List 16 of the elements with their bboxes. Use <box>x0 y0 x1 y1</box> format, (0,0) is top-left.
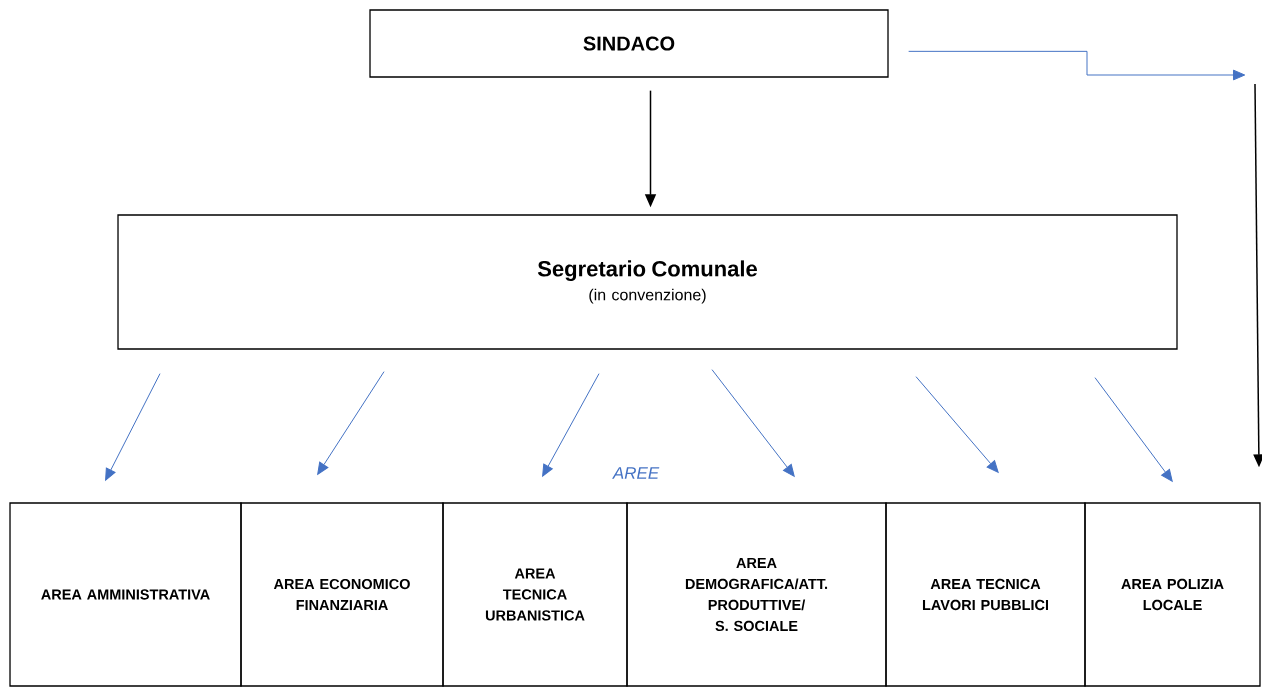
area-cell: AREA ECONOMICO FINANZIARIA <box>240 502 444 687</box>
arrow <box>915 376 999 473</box>
role-box: Segretario Comunale (in convenzione) <box>117 214 1178 350</box>
area-cell: AREA TECNICA LAVORI PUBBLICI <box>885 502 1086 687</box>
arrow <box>542 373 600 477</box>
title-box: SINDACO <box>369 9 889 78</box>
area-cell: AREA TECNICA URBANISTICA <box>442 502 628 687</box>
arrow <box>317 371 385 475</box>
group-label: AREE <box>612 467 660 479</box>
arrow <box>908 50 1246 81</box>
arrow <box>711 369 795 477</box>
arrow <box>105 373 161 481</box>
area-cell: AREA POLIZIA LOCALE <box>1084 502 1261 687</box>
arrow <box>1094 377 1173 482</box>
area-cell: AREA AMMINISTRATIVA <box>9 502 242 687</box>
area-cell: AREA DEMOGRAFICA/ATT. PRODUTTIVE/ S. SOCIALE <box>626 502 887 687</box>
